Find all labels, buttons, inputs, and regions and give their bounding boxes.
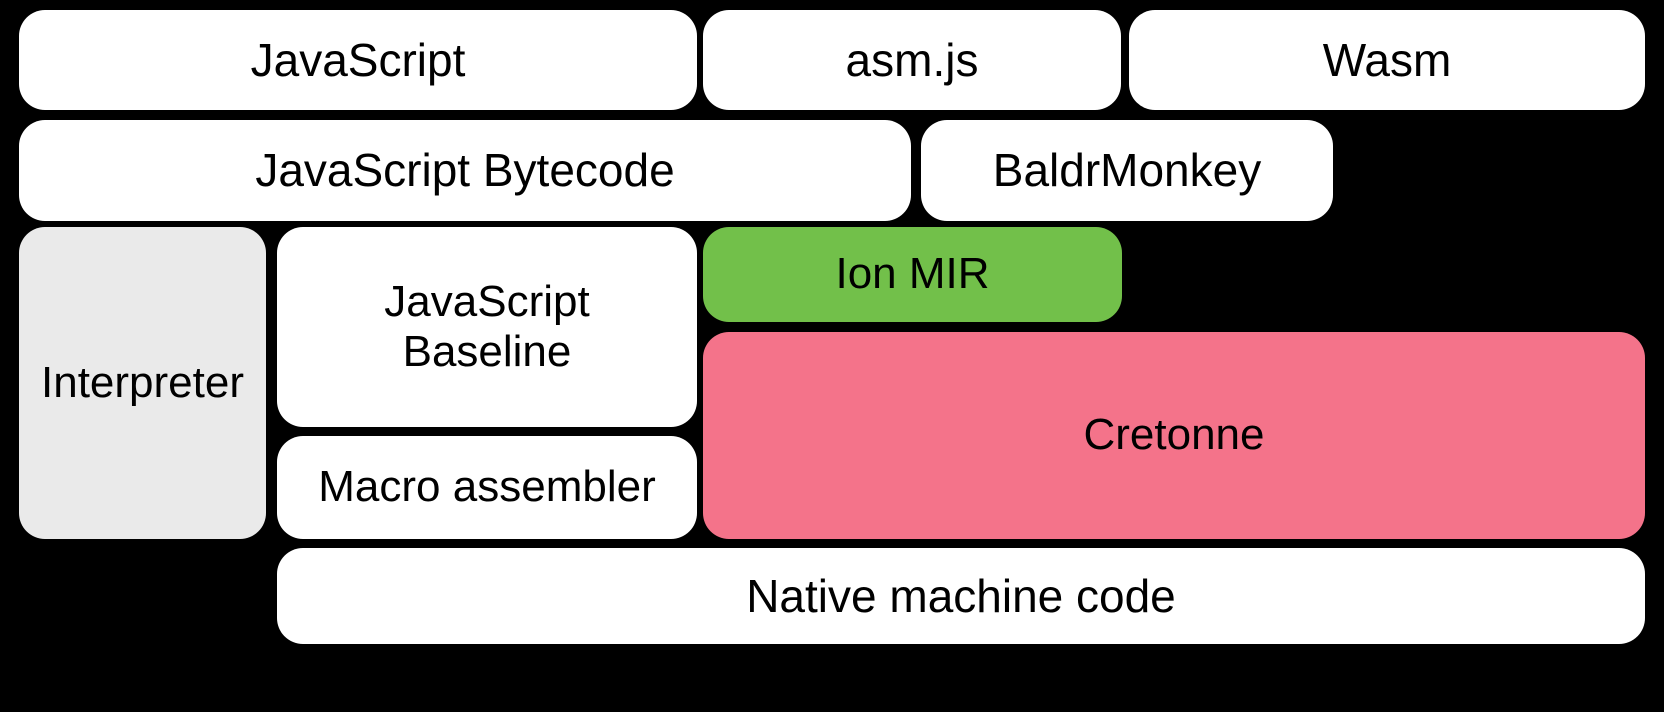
- diagram-box-javascript-baseline: JavaScript Baseline: [277, 227, 697, 427]
- diagram-box-ion-mir: Ion MIR: [703, 227, 1122, 322]
- diagram-box-wasm: Wasm: [1129, 10, 1645, 110]
- diagram-box-native-machine-code: Native machine code: [277, 548, 1645, 644]
- diagram-box-asm-js: asm.js: [703, 10, 1121, 110]
- diagram-box-macro-assembler: Macro assembler: [277, 436, 697, 539]
- diagram-box-javascript: JavaScript: [19, 10, 697, 110]
- diagram-box-javascript-bytecode: JavaScript Bytecode: [19, 120, 911, 221]
- diagram-box-interpreter: Interpreter: [19, 227, 266, 539]
- diagram-box-cretonne: Cretonne: [703, 332, 1645, 539]
- diagram-box-baldrmonkey: BaldrMonkey: [921, 120, 1333, 221]
